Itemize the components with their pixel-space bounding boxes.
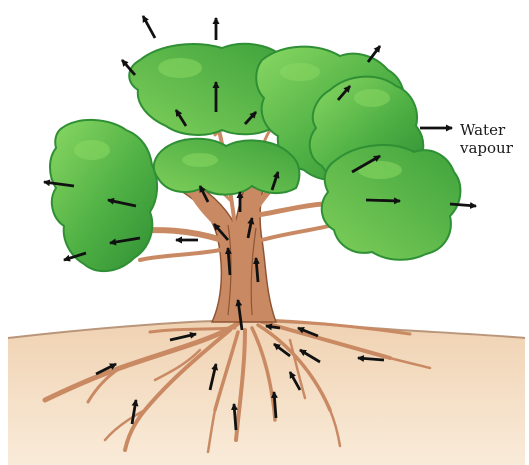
arrow: [450, 204, 476, 206]
leaf-cluster-center: [154, 139, 300, 195]
arrow: [274, 392, 276, 418]
arrow: [228, 248, 230, 275]
soil: [8, 321, 525, 465]
arrow: [366, 200, 400, 201]
arrow: [143, 16, 155, 38]
arrow: [256, 258, 258, 282]
arrow: [234, 404, 236, 430]
arrow: [266, 326, 280, 328]
arrow: [358, 358, 384, 360]
water-vapour-label-line2: vapour: [460, 139, 513, 157]
water-vapour-label-line1: Water: [460, 121, 505, 139]
